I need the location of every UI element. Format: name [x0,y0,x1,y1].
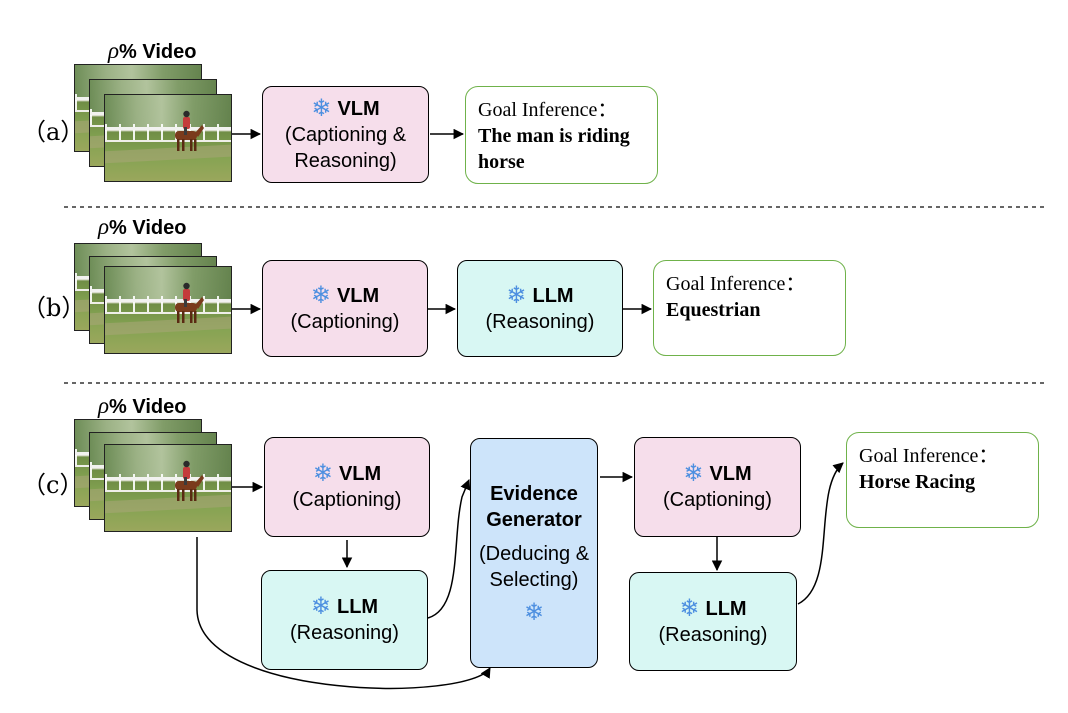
video-label-b: ρ% Video [98,214,187,239]
goal-inference-b: Goal Inference： Equestrian [653,260,846,356]
box-subtitle: (Captioning) [290,310,400,333]
box-subtitle: (Deducing & Selecting) [478,543,590,591]
vlm-captioning-box: ❄VLM (Captioning) [264,437,430,537]
evidence-generator-box: Evidence Generator (Deducing & Selecting… [470,438,598,668]
box-subtitle: (Reasoning) [290,622,399,644]
snowflake-icon: ❄ [679,594,700,622]
arrow-c-llm-goal [797,462,844,605]
video-label-a: ρ% Video [108,38,197,63]
horse-rider-image [174,111,204,152]
goal-inference-label: Goal Inference： [666,273,806,295]
video-label-c: ρ% Video [98,393,187,418]
llm-reasoning-box: ❄LLM (Reasoning) [457,260,623,357]
box-title: Evidence Generator [486,483,582,531]
goal-inference-value: The man is riding horse [478,125,630,173]
horse-rider-image [174,461,204,502]
video-frame [104,444,232,532]
goal-inference-value: Equestrian [666,299,761,321]
box-subtitle: (Captioning & Reasoning) [284,123,407,172]
vlm-captioning-box: ❄VLM (Captioning) [262,260,428,357]
snowflake-icon: ❄ [312,460,333,487]
video-frame [104,94,232,182]
snowflake-icon: ❄ [310,281,331,309]
snowflake-icon: ❄ [506,281,527,309]
goal-inference-value: Horse Racing [859,471,976,493]
row-label-a: （a） [22,118,85,146]
snowflake-icon: ❄ [310,593,331,620]
llm-reasoning-box: ❄LLM (Reasoning) [629,572,797,671]
arrow-c-llm-evidence [427,479,471,619]
goal-inference-label: Goal Inference： [859,445,999,467]
snowflake-icon: ❄ [311,94,332,122]
row-label-c: （c） [22,471,84,499]
box-subtitle: (Captioning) [292,489,402,511]
snowflake-icon: ❄ [683,460,704,487]
snowflake-icon: ❄ [523,599,545,626]
box-subtitle: (Reasoning) [485,310,595,333]
box-subtitle: (Captioning) [663,489,772,511]
vlm-captioning-box: ❄VLM (Captioning) [634,437,801,537]
goal-inference-a: Goal Inference： The man is riding horse [465,86,658,184]
box-subtitle: (Reasoning) [658,623,768,646]
vlm-captioning-reasoning-box: ❄VLM (Captioning & Reasoning) [262,86,429,183]
video-frame [104,266,232,354]
goal-inference-label: Goal Inference： [478,99,618,121]
llm-reasoning-box: ❄LLM (Reasoning) [261,570,428,670]
arrow-c-video-evidence [196,537,491,690]
horse-rider-image [174,283,204,324]
goal-inference-c: Goal Inference： Horse Racing [846,432,1039,528]
